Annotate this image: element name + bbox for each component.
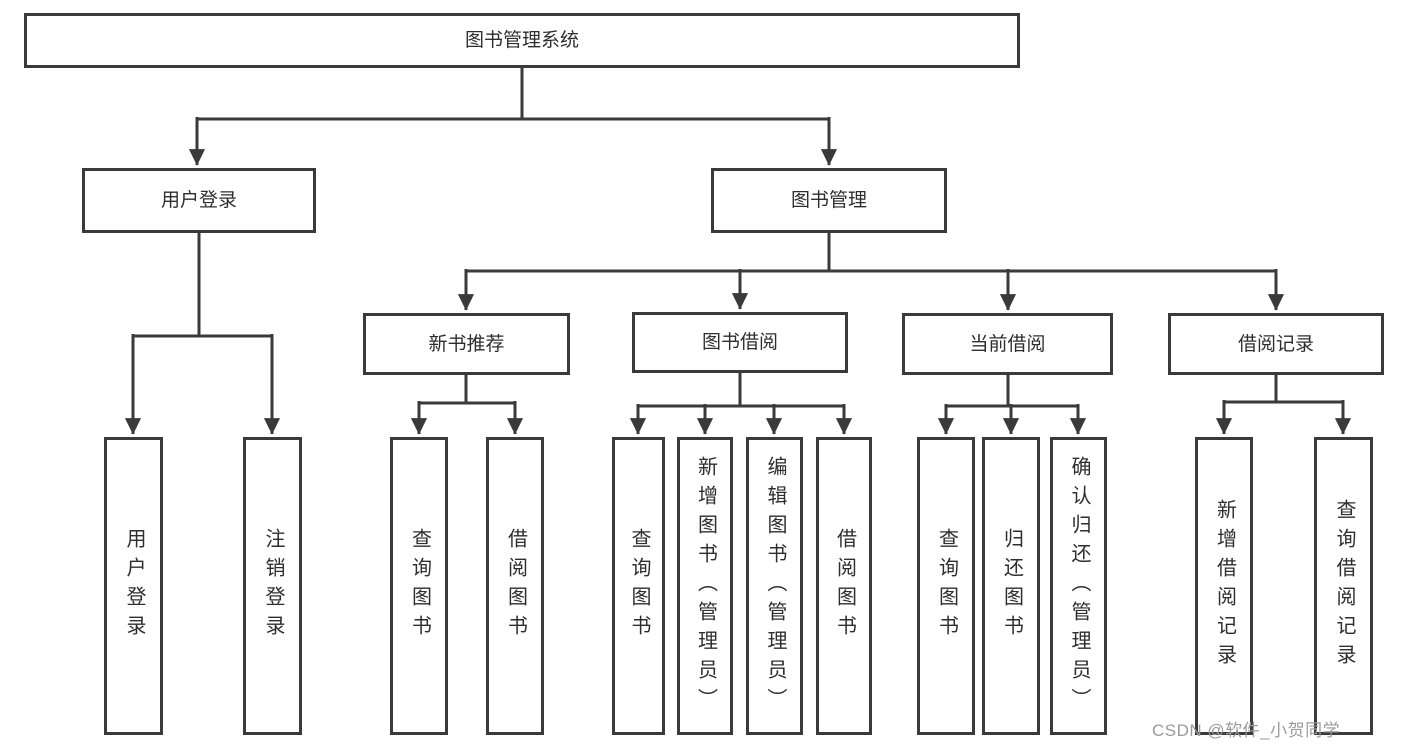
leaf-query-books-current: 查询图书 [917,437,975,735]
leaf-query-books-recommend: 查询图书 [390,437,448,735]
leaf-borrow-books-borrowing: 借阅图书 [816,437,872,735]
node-borrowing-records: 借阅记录 [1168,313,1384,375]
leaf-user-login-label: 用户登录 [123,528,145,644]
node-current-borrowing-label: 当前借阅 [969,333,1046,355]
leaf-query-books-borrowing-label: 查询图书 [628,528,650,644]
node-book-management-label: 图书管理 [790,190,867,211]
node-new-book-recommendation-label: 新书推荐 [428,333,505,355]
leaf-confirm-return-admin: 确认归还（管理员） [1050,437,1107,735]
node-book-management: 图书管理 [711,168,947,233]
leaf-confirm-return-admin-label: 确认归还（管理员） [1068,455,1090,717]
node-current-borrowing: 当前借阅 [902,313,1113,375]
leaf-borrow-books-recommend-label: 借阅图书 [504,528,527,644]
leaf-logout: 注销登录 [243,437,302,735]
leaf-query-borrow-record-label: 查询借阅记录 [1333,499,1355,673]
leaf-edit-books-admin-label: 编辑图书（管理员） [764,455,786,717]
leaf-add-books-admin: 新增图书（管理员） [677,437,733,735]
leaf-return-books: 归还图书 [982,437,1040,735]
leaf-return-books-label: 归还图书 [1000,528,1023,644]
leaf-add-borrow-record-label: 新增借阅记录 [1213,499,1236,673]
watermark-text: CSDN @软件_小贺同学 [1152,721,1341,740]
leaf-edit-books-admin: 编辑图书（管理员） [746,437,803,735]
node-user-login: 用户登录 [82,168,316,233]
leaf-query-books-recommend-label: 查询图书 [408,528,431,644]
node-book-borrowing: 图书借阅 [632,312,848,373]
leaf-borrow-books-borrowing-label: 借阅图书 [833,528,856,644]
node-book-borrowing-label: 图书借阅 [701,332,778,353]
leaf-query-borrow-record: 查询借阅记录 [1314,437,1373,735]
leaf-user-login: 用户登录 [104,437,163,735]
node-new-book-recommendation: 新书推荐 [363,313,570,375]
leaf-borrow-books-recommend: 借阅图书 [486,437,544,735]
node-user-login-label: 用户登录 [160,190,237,211]
leaf-logout-label: 注销登录 [262,528,284,644]
node-library-system: 图书管理系统 [24,13,1020,68]
leaf-query-books-current-label: 查询图书 [935,528,958,644]
leaf-query-books-borrowing: 查询图书 [612,437,665,735]
node-library-system-label: 图书管理系统 [464,30,579,51]
leaf-add-borrow-record: 新增借阅记录 [1195,437,1253,735]
node-borrowing-records-label: 借阅记录 [1237,333,1314,355]
leaf-add-books-admin-label: 新增图书（管理员） [694,455,717,717]
